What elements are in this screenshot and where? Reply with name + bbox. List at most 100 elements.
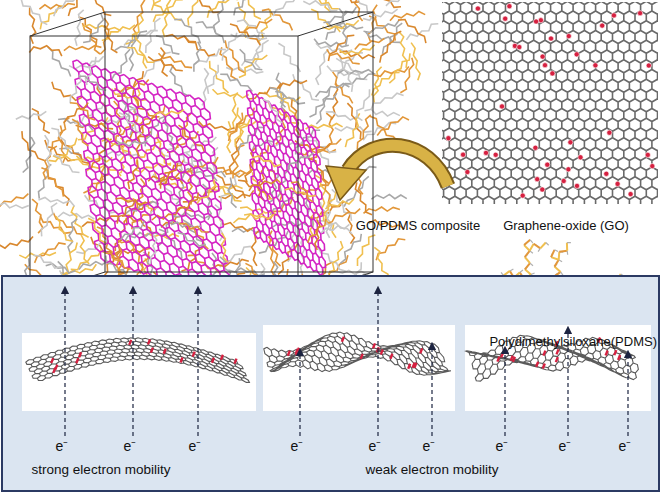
drawing-part xyxy=(278,43,300,72)
drawing-part xyxy=(559,251,567,252)
drawing-part xyxy=(128,160,138,189)
drawing-part xyxy=(32,199,43,233)
drawing-part xyxy=(178,233,206,246)
drawing-part xyxy=(223,170,253,175)
drawing-part xyxy=(567,242,571,243)
drawing-part xyxy=(240,49,263,70)
drawing-part xyxy=(386,0,421,6)
drawing-part xyxy=(263,99,282,123)
drawing-part xyxy=(154,110,184,116)
go-sheets-in-cell xyxy=(73,60,326,300)
drawing-part xyxy=(614,350,616,355)
drawing-part xyxy=(291,182,313,202)
drawing-part xyxy=(540,54,545,59)
drawing-part xyxy=(41,203,57,237)
drawing-part xyxy=(364,207,400,213)
drawing-part xyxy=(212,358,214,363)
component-label: Graphene-oxide (GO) xyxy=(503,218,629,234)
drawing-part xyxy=(151,234,157,264)
drawing-part xyxy=(229,113,243,141)
drawing-part xyxy=(179,224,209,233)
drawing-part xyxy=(525,263,530,269)
drawing-part xyxy=(228,178,236,208)
drawing-part xyxy=(214,0,226,32)
drawing-part xyxy=(535,177,540,182)
panel-caption: strong electron mobility xyxy=(32,462,171,478)
drawing-part xyxy=(321,224,349,233)
drawing-part xyxy=(327,0,359,2)
drawing-part xyxy=(33,255,61,268)
drawing-part xyxy=(525,257,530,263)
drawing-part xyxy=(364,20,400,32)
drawing-part xyxy=(152,0,177,10)
drawing-part xyxy=(303,1,337,11)
drawing-part xyxy=(475,6,480,11)
drawing-part xyxy=(538,248,540,251)
panel-caption: weak electron mobility xyxy=(366,462,499,478)
drawing-part xyxy=(326,209,361,224)
drawing-part xyxy=(117,199,136,223)
drawing-part xyxy=(555,267,561,272)
drawing-part xyxy=(420,348,422,353)
drawing-part xyxy=(483,150,488,155)
drawing-part xyxy=(68,0,87,16)
drawing-part xyxy=(156,36,179,54)
drawing-part xyxy=(513,357,515,362)
drawing-part xyxy=(73,60,232,300)
drawing-part xyxy=(197,179,215,203)
drawing-part xyxy=(593,63,598,68)
drawing-part xyxy=(119,113,142,134)
drawing-part xyxy=(79,261,108,270)
drawing-part xyxy=(503,16,508,21)
drawing-part xyxy=(615,181,620,186)
drawing-part xyxy=(327,49,360,64)
drawing-part xyxy=(533,145,538,150)
drawing-part xyxy=(148,57,183,71)
electron-label: e⁻ xyxy=(369,438,382,454)
drawing-part xyxy=(499,104,504,109)
drawing-part xyxy=(408,364,410,369)
drawing-part xyxy=(127,48,154,63)
electron-arrow xyxy=(627,354,628,436)
drawing-part xyxy=(70,103,95,120)
electron-label: e⁻ xyxy=(56,438,69,454)
drawing-part xyxy=(279,80,308,88)
electron-arrow xyxy=(64,290,65,436)
drawing-part xyxy=(52,118,69,150)
drawing-part xyxy=(530,263,533,266)
drawing-part xyxy=(194,42,201,72)
sheet-frame xyxy=(22,333,256,411)
drawing-part xyxy=(524,240,530,245)
drawing-part xyxy=(530,251,533,253)
drawing-part xyxy=(275,92,305,104)
electron-arrow xyxy=(132,290,133,436)
cell-box xyxy=(30,12,373,296)
drawing-part xyxy=(222,33,237,61)
drawing-part xyxy=(41,168,63,197)
drawing-part xyxy=(316,84,350,98)
drawing-part xyxy=(534,244,541,249)
drawing-part xyxy=(79,352,81,357)
drawing-part xyxy=(540,243,546,249)
drawing-part xyxy=(540,187,545,192)
drawing-part xyxy=(604,171,609,176)
drawing-part xyxy=(338,70,374,75)
drawing-part xyxy=(221,355,223,360)
drawing-part xyxy=(536,362,538,367)
drawing-part xyxy=(538,18,543,23)
drawing-part xyxy=(347,103,361,139)
electron-label: e⁻ xyxy=(496,438,509,454)
drawing-part xyxy=(0,202,29,208)
drawing-part xyxy=(70,75,81,104)
drawing-part xyxy=(390,354,392,359)
drawing-part xyxy=(646,63,651,68)
drawing-part xyxy=(83,25,121,31)
drawing-part xyxy=(40,216,71,233)
drawing-part xyxy=(371,93,404,110)
drawing-part xyxy=(543,364,545,369)
drawing-part xyxy=(389,53,410,83)
drawing-part xyxy=(517,45,522,50)
drawing-part xyxy=(555,250,559,252)
electron-label: e⁻ xyxy=(559,438,572,454)
